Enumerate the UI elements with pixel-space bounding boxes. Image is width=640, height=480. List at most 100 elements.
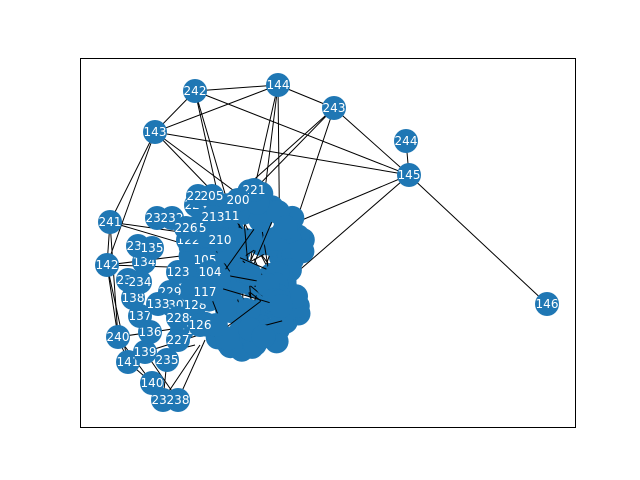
node-label: 123 <box>167 265 190 279</box>
node-label: 142 <box>96 258 119 272</box>
node-circle <box>128 270 152 294</box>
node-label: 133 <box>147 297 170 311</box>
graph-edge <box>253 107 335 191</box>
graph-node-123: 123 <box>166 260 190 284</box>
node-circle <box>166 260 190 284</box>
node-label: 144 <box>267 78 290 92</box>
graph-node-238: 238 <box>166 388 190 412</box>
node-label: 243 <box>323 101 346 115</box>
node-label: 139 <box>134 345 157 359</box>
node-circle <box>166 388 190 412</box>
graph-node-235: 235 <box>155 348 179 372</box>
node-circle <box>183 79 207 103</box>
graph-node-137: 137 <box>128 304 152 328</box>
cluster-node <box>274 215 298 240</box>
node-label: 235 <box>156 353 179 367</box>
graph-node-243: 243 <box>322 96 346 120</box>
graph-node-143: 143 <box>143 120 167 144</box>
graph-node-244: 244 <box>394 129 418 153</box>
node-label: 241 <box>99 215 122 229</box>
graph-node-142: 142 <box>95 253 119 277</box>
node-circle <box>535 292 559 316</box>
node-label: 226 <box>175 221 198 235</box>
node-circle <box>128 304 152 328</box>
node-circle <box>133 340 157 364</box>
node-label: 240 <box>107 330 130 344</box>
node-circle <box>208 228 232 252</box>
node-label: 140 <box>141 376 164 390</box>
node-circle <box>322 96 346 120</box>
graph-edge <box>194 90 410 176</box>
node-label: 136 <box>139 325 162 339</box>
cluster-node <box>269 294 294 318</box>
graph-node-242: 242 <box>183 79 207 103</box>
node-label: 126 <box>189 318 212 332</box>
graph-edge <box>106 264 119 338</box>
node-label: 145 <box>398 168 421 182</box>
plot-frame <box>80 58 576 428</box>
node-label: 137 <box>129 309 152 323</box>
graph-node-139: 139 <box>133 340 157 364</box>
graph-node-140: 140 <box>140 371 164 395</box>
graph-node-104: 104 <box>198 260 222 284</box>
node-circle <box>140 236 164 260</box>
node-circle <box>98 210 122 234</box>
node-circle <box>394 129 418 153</box>
graph-node-241: 241 <box>98 210 122 234</box>
node-label: 138 <box>122 291 145 305</box>
node-circle <box>397 163 421 187</box>
node-circle <box>188 313 212 337</box>
node-circle <box>166 306 190 330</box>
node-circle <box>193 280 217 304</box>
graph-edge <box>333 107 410 176</box>
node-circle <box>266 73 290 97</box>
graph-node-210: 210 <box>208 228 232 252</box>
graph-node-228: 228 <box>166 306 190 330</box>
graph-node-117: 117 <box>193 280 217 304</box>
graph-edge <box>408 174 548 305</box>
node-label: 135 <box>141 241 164 255</box>
graph-node-205: 205 <box>200 184 224 208</box>
graph-edge <box>194 84 279 92</box>
node-label: 205 <box>201 189 224 203</box>
node-label: 104 <box>199 265 222 279</box>
graph-node-146: 146 <box>535 292 559 316</box>
node-label: 210 <box>209 233 232 247</box>
graph-node-234: 234 <box>128 270 152 294</box>
graph-edge <box>154 131 410 176</box>
node-label: 200 <box>227 193 250 207</box>
node-label: 234 <box>129 275 152 289</box>
graph-node-227: 227 <box>166 328 190 352</box>
node-circle <box>155 348 179 372</box>
node-circle <box>106 325 130 349</box>
graph-edge <box>109 131 156 223</box>
node-circle <box>146 292 170 316</box>
cluster-node <box>237 261 262 286</box>
cluster-node <box>290 239 315 264</box>
node-circle <box>201 205 225 229</box>
graph-edge <box>106 131 156 266</box>
node-label: 117 <box>194 285 217 299</box>
node-circle <box>166 328 190 352</box>
graph-node-144: 144 <box>266 73 290 97</box>
node-label: 238 <box>167 393 190 407</box>
node-circle <box>143 120 167 144</box>
node-circle <box>140 371 164 395</box>
node-circle <box>200 184 224 208</box>
node-circle <box>95 253 119 277</box>
node-label: 213 <box>202 210 225 224</box>
node-label: 146 <box>536 297 559 311</box>
node-label: 143 <box>144 125 167 139</box>
cluster-node <box>251 324 276 349</box>
graph-edge <box>289 174 410 226</box>
graph-node-133: 133 <box>146 292 170 316</box>
graph-edge <box>253 84 279 191</box>
node-label: 242 <box>184 84 207 98</box>
node-label: 228 <box>167 311 190 325</box>
graph-node-213: 213 <box>201 205 225 229</box>
node-label: 244 <box>395 134 418 148</box>
graph-node-240: 240 <box>106 325 130 349</box>
node-label: 221 <box>243 183 266 197</box>
